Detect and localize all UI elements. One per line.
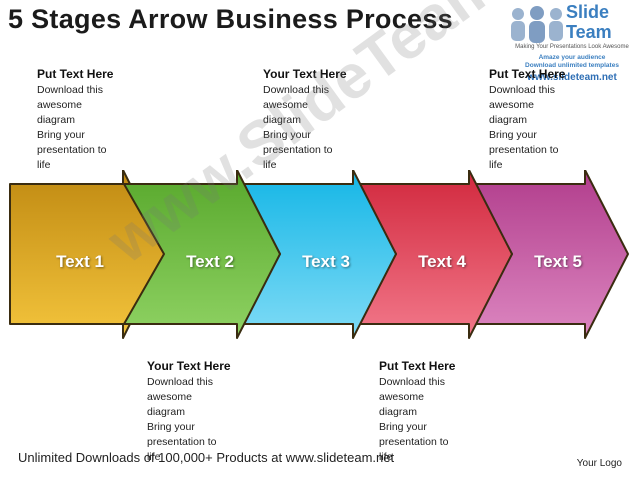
text-block-line: presentation to xyxy=(489,144,559,156)
text-block-line: awesome xyxy=(37,99,82,111)
logo-url: www.slideteam.net xyxy=(527,72,617,83)
slide-title: 5 Stages Arrow Business Process xyxy=(8,4,453,34)
arrow-stages-graphic xyxy=(9,169,629,339)
logo-brand-line2: Team xyxy=(566,22,612,42)
logo-promo-line2: Download unlimited templates xyxy=(525,62,619,69)
text-block-line: diagram xyxy=(489,114,527,126)
text-block-line: awesome xyxy=(379,391,424,403)
text-block-line: diagram xyxy=(37,114,75,126)
text-block-line: presentation to xyxy=(263,144,333,156)
logo-brand-line1: Slide xyxy=(566,2,610,22)
text-block-heading: Your Text Here xyxy=(263,67,347,81)
text-block-line: Bring your xyxy=(37,129,85,141)
bottom-text-block-2: Put Text Here Download this awesome diag… xyxy=(379,359,499,465)
stage-label-4: Text 4 xyxy=(418,252,466,271)
text-block-heading: Your Text Here xyxy=(147,359,231,373)
text-block-heading: Put Text Here xyxy=(489,67,566,81)
text-block-line: awesome xyxy=(147,391,192,403)
stage-arrow-2 xyxy=(123,169,281,339)
text-block-line: diagram xyxy=(147,406,185,418)
logo-promo: Amaze your audience Download unlimited t… xyxy=(506,54,638,70)
arrow-stages: Text 1 Text 2 Text 3 Text 4 Text 5 xyxy=(0,169,638,340)
footer-text: Unlimited Downloads of 100,000+ Products… xyxy=(18,450,395,465)
text-block-line: Download this xyxy=(147,376,213,388)
slideteam-logo: Slide Team Making Your Presentations Loo… xyxy=(506,2,638,86)
text-block-line: presentation to xyxy=(379,436,449,448)
text-block-line: life xyxy=(147,451,161,463)
text-block-line: Download this xyxy=(263,84,329,96)
stage-label-5: Text 5 xyxy=(534,252,582,271)
your-logo-text: Your Logo xyxy=(576,458,622,469)
bottom-text-block-1: Your Text Here Download this awesome dia… xyxy=(147,359,267,465)
top-text-block-2: Your Text Here Download this awesome dia… xyxy=(263,67,383,173)
stage-label-1: Text 1 xyxy=(56,252,104,271)
text-block-line: life xyxy=(263,159,277,171)
text-block-heading: Put Text Here xyxy=(37,67,114,81)
text-block-line: life xyxy=(489,159,503,171)
logo-tagline: Making Your Presentations Look Awesome xyxy=(515,44,629,50)
text-block-line: Bring your xyxy=(263,129,311,141)
text-block-line: Download this xyxy=(37,84,103,96)
text-block-line: presentation to xyxy=(147,436,217,448)
text-block-line: diagram xyxy=(379,406,417,418)
text-block-line: presentation to xyxy=(37,144,107,156)
text-block-line: diagram xyxy=(263,114,301,126)
text-block-line: Bring your xyxy=(379,421,427,433)
people-group-icon xyxy=(511,6,563,43)
text-block-line: awesome xyxy=(489,99,534,111)
stage-label-2: Text 2 xyxy=(186,252,234,271)
stage-label-3: Text 3 xyxy=(302,252,350,271)
logo-promo-line1: Amaze your audience xyxy=(538,54,606,61)
text-block-line: Download this xyxy=(489,84,555,96)
text-block-line: Bring your xyxy=(489,129,537,141)
text-block-line: life xyxy=(37,159,51,171)
text-block-line: awesome xyxy=(263,99,308,111)
top-text-block-3: Put Text Here Download this awesome diag… xyxy=(489,67,609,173)
top-text-block-1: Put Text Here Download this awesome diag… xyxy=(37,67,157,173)
text-block-line: Download this xyxy=(379,376,445,388)
text-block-line: life xyxy=(379,451,393,463)
text-block-line: Bring your xyxy=(147,421,195,433)
text-block-heading: Put Text Here xyxy=(379,359,456,373)
